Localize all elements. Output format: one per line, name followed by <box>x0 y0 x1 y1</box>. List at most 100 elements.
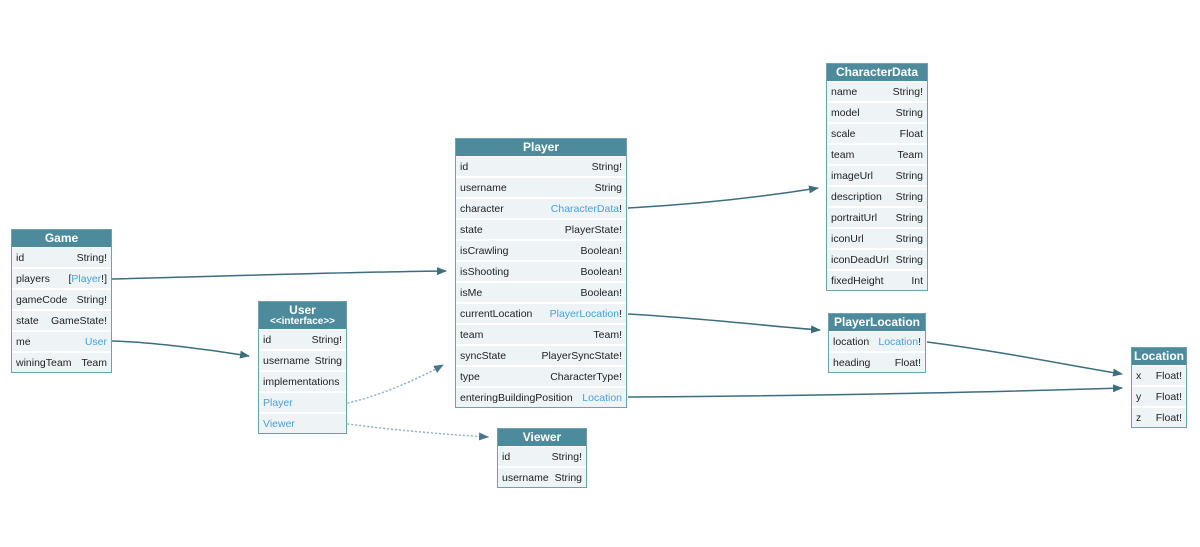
field-name: me <box>16 335 31 348</box>
table-title: Location <box>1134 349 1184 363</box>
type-link-user[interactable]: User <box>84 335 107 348</box>
field-type: String! <box>77 252 107 264</box>
field-row-game-players[interactable]: players[Player!] <box>12 269 111 290</box>
field-type: PlayerState! <box>565 224 622 236</box>
impl-type-link-player[interactable]: Player <box>263 396 293 409</box>
field-row-user-id[interactable]: id String! <box>259 330 346 351</box>
field-type: String! <box>312 334 342 346</box>
field-row-user-Player[interactable]: Player <box>259 393 346 414</box>
type-suffix: Float! <box>1155 390 1182 403</box>
field-type: String! <box>592 161 622 173</box>
field-row-player-enteringBuildingPosition[interactable]: enteringBuildingPosition Location <box>456 388 626 407</box>
type-link-characterdata[interactable]: CharacterData <box>550 202 620 215</box>
field-name: iconDeadUrl <box>831 253 889 266</box>
field-type: String <box>896 254 923 266</box>
type-suffix: String! <box>591 160 622 173</box>
type-link-location[interactable]: Location <box>878 335 919 348</box>
field-type: Boolean! <box>581 245 622 257</box>
field-row-game-me[interactable]: me User <box>12 332 111 353</box>
field-name: id <box>16 251 25 264</box>
field-name: fixedHeight <box>831 274 884 287</box>
table-header-characterdata[interactable]: CharacterData <box>827 64 927 82</box>
field-row-player-isCrawling[interactable]: isCrawling Boolean! <box>456 241 626 262</box>
type-suffix: Boolean! <box>580 286 622 299</box>
field-name: imageUrl <box>831 169 874 182</box>
field-type: Team! <box>593 329 622 341</box>
type-suffix: Float <box>899 127 923 140</box>
field-type: String! <box>77 294 107 306</box>
field-row-characterdata-fixedHeight[interactable]: fixedHeight Int <box>827 271 927 290</box>
impl-type-link-viewer[interactable]: Viewer <box>263 417 295 430</box>
field-row-location-y[interactable]: y Float! <box>1132 387 1186 408</box>
field-name: id <box>263 333 272 346</box>
type-suffix: String <box>594 181 622 194</box>
field-row-user-Viewer[interactable]: Viewer <box>259 414 346 433</box>
type-suffix: String! <box>76 293 107 306</box>
type-link-player[interactable]: Player <box>71 272 102 285</box>
table-header-game[interactable]: Game <box>12 230 111 248</box>
table-header-location[interactable]: Location <box>1132 348 1186 366</box>
field-type: Location! <box>878 336 921 348</box>
field-type: PlayerSyncState! <box>541 350 622 362</box>
field-name: enteringBuildingPosition <box>460 391 573 404</box>
type-suffix: String <box>895 253 923 266</box>
field-row-characterdata-iconDeadUrl[interactable]: iconDeadUrl String <box>827 250 927 271</box>
table-header-player[interactable]: Player <box>456 139 626 157</box>
field-row-game-id[interactable]: id String! <box>12 248 111 269</box>
edge-user-viewer-to-viewer <box>347 423 489 441</box>
type-suffix: CharacterType! <box>550 370 622 383</box>
table-header-playerlocation[interactable]: PlayerLocation <box>829 314 925 332</box>
field-row-characterdata-team[interactable]: team Team <box>827 145 927 166</box>
field-name: state <box>460 223 483 236</box>
type-suffix: Int <box>911 274 923 287</box>
field-row-player-id[interactable]: id String! <box>456 157 626 178</box>
type-suffix: Float! <box>894 356 921 369</box>
field-name: y <box>1136 390 1142 403</box>
field-row-user-implementations[interactable]: implementations <box>259 372 346 393</box>
field-type: Float <box>900 128 923 140</box>
field-name: team <box>831 148 855 161</box>
table-header-viewer[interactable]: Viewer <box>498 429 586 447</box>
table-header-user[interactable]: User<<interface>> <box>259 302 346 330</box>
type-suffix: Float! <box>1155 411 1182 424</box>
type-suffix: Team <box>81 356 107 369</box>
type-link-location[interactable]: Location <box>582 391 622 404</box>
field-name: players <box>16 272 50 285</box>
field-name: id <box>460 160 469 173</box>
section-label: implementations <box>263 375 340 388</box>
type-suffix: Team <box>897 148 923 161</box>
table-title: User <box>289 303 316 317</box>
type-link-playerlocation[interactable]: PlayerLocation <box>549 307 620 320</box>
field-name: model <box>831 106 860 119</box>
type-suffix: !] <box>101 272 107 285</box>
field-name: isCrawling <box>460 244 509 257</box>
type-suffix: Float! <box>1155 369 1182 382</box>
field-row-player-state[interactable]: state PlayerState! <box>456 220 626 241</box>
